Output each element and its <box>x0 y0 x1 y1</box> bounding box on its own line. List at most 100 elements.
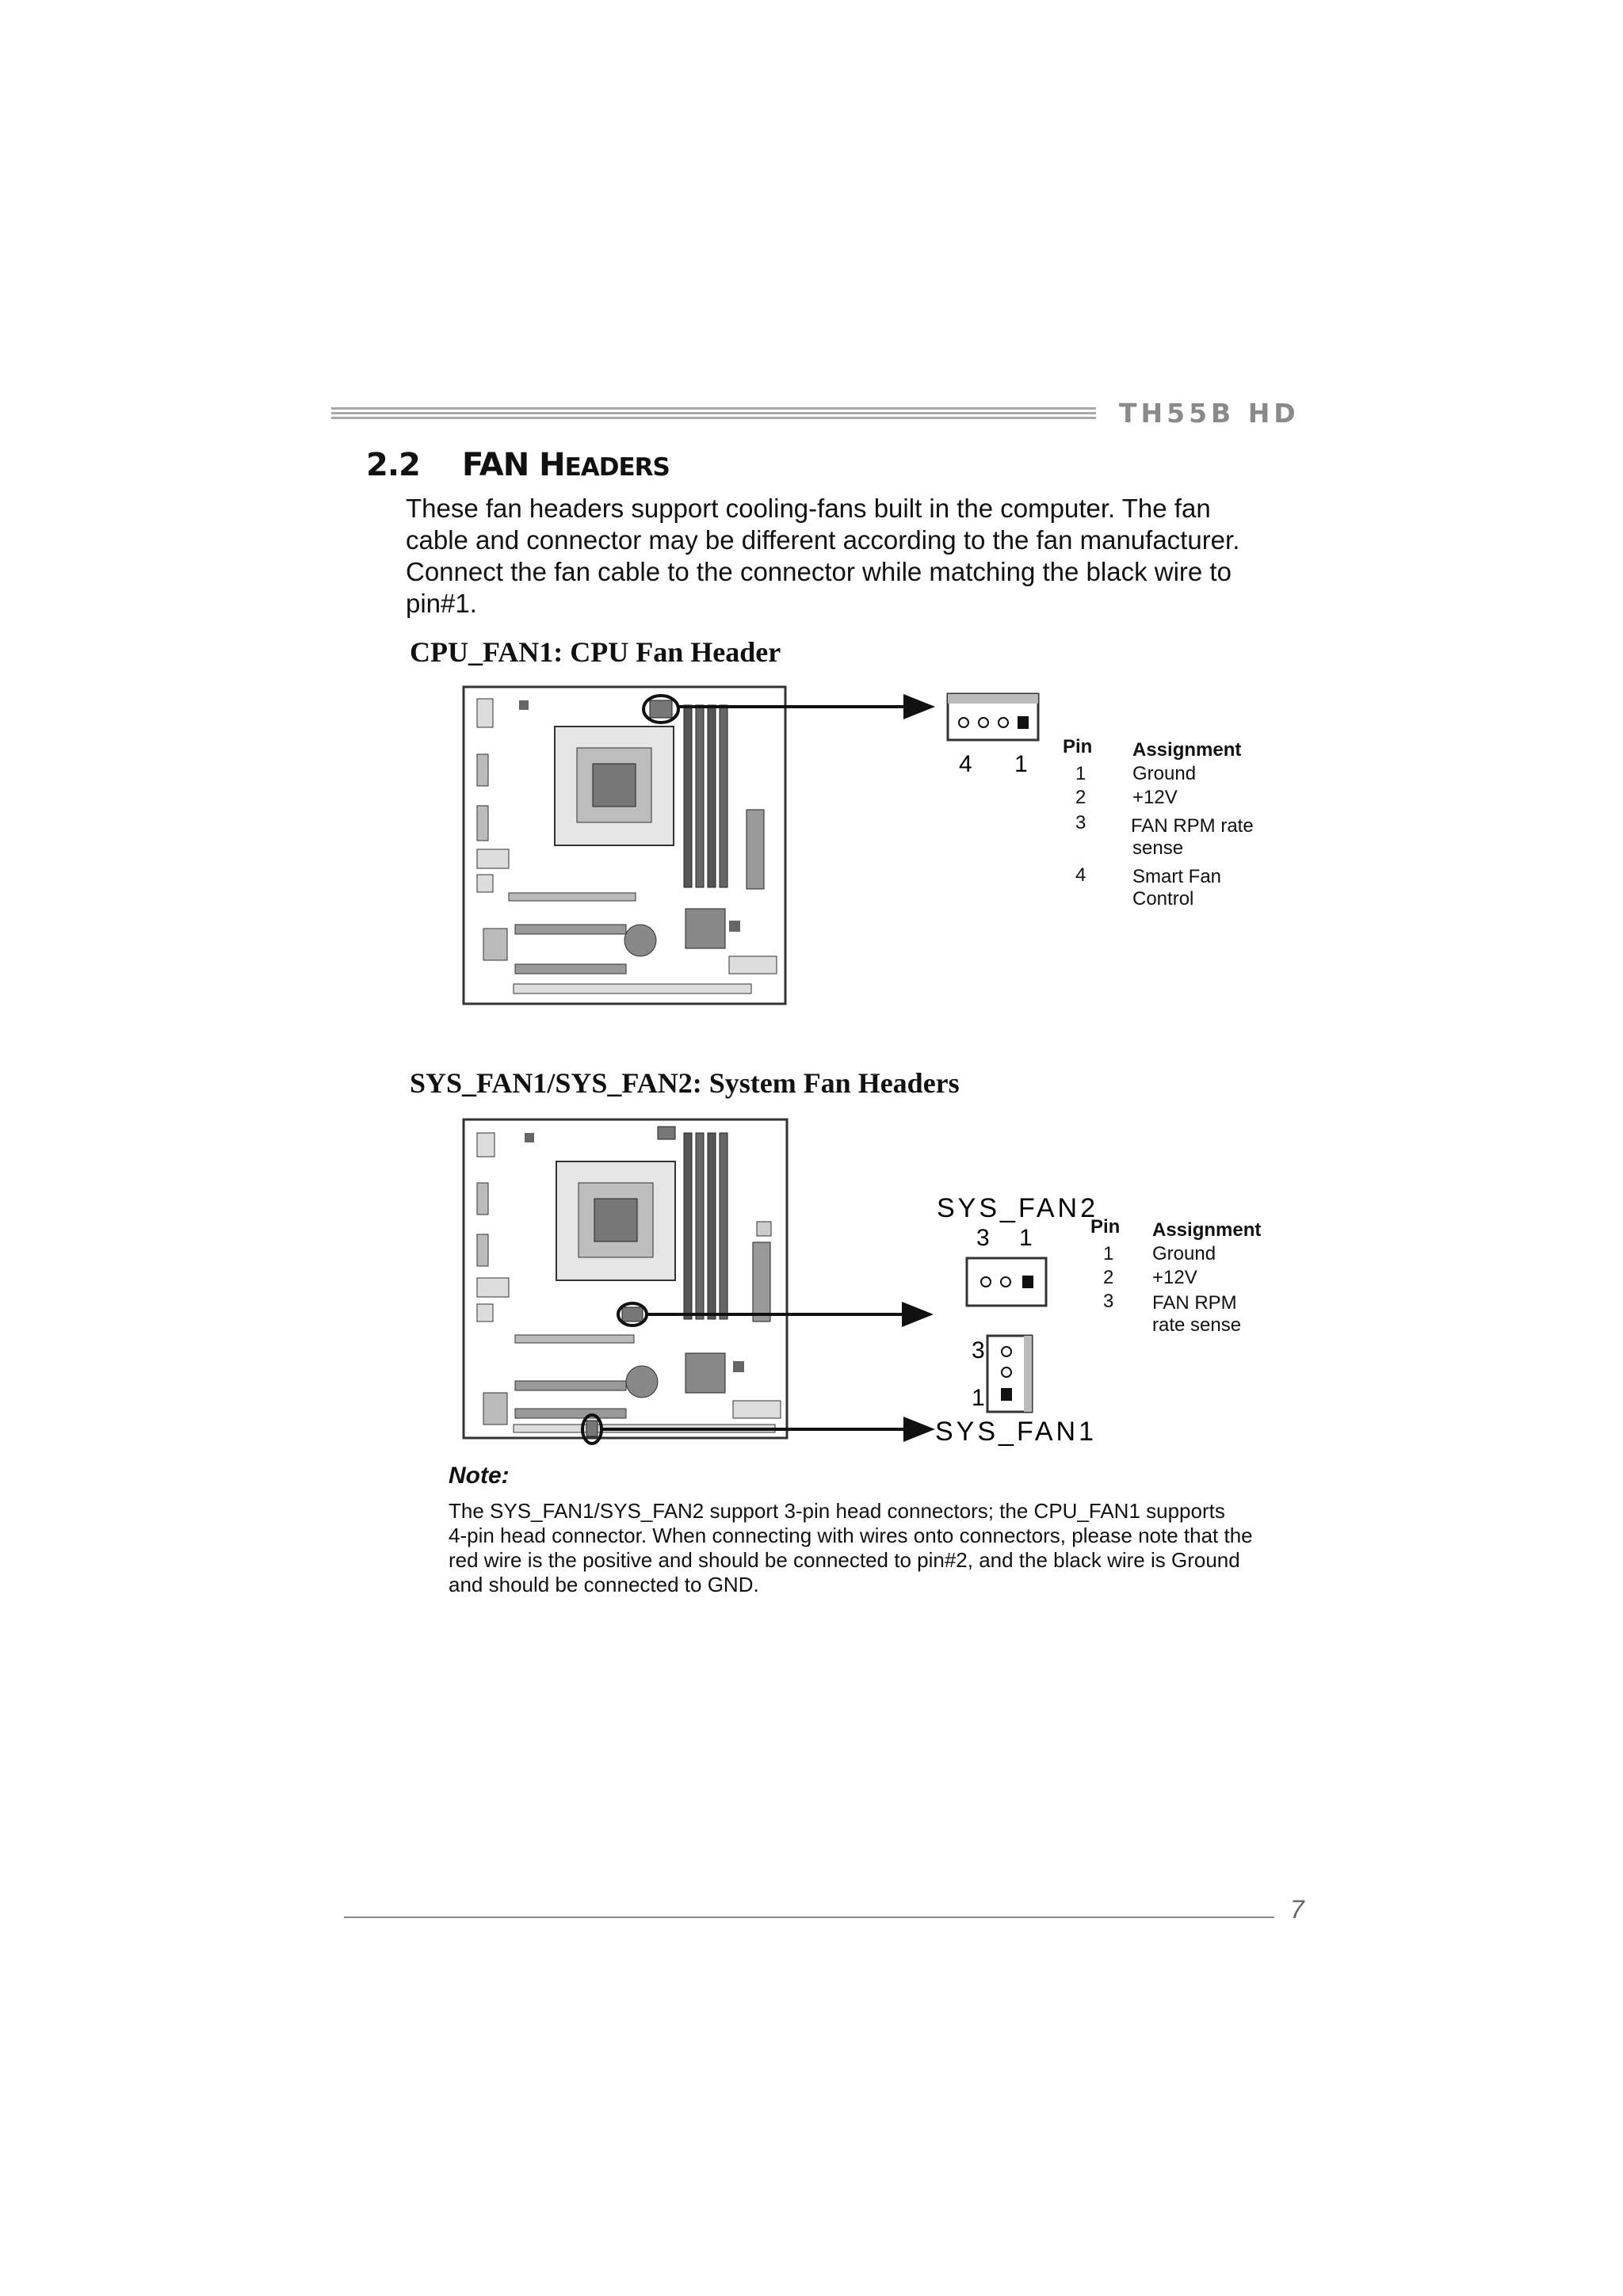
cpu-fan-diagram: 4 1 <box>462 685 1040 1005</box>
cpu-fan1-label-4: 4 <box>959 751 972 777</box>
pin-number: 4 <box>1075 864 1086 886</box>
rear-io-port <box>476 1277 510 1298</box>
connector-lip <box>1024 1336 1032 1412</box>
pin1 <box>1001 1388 1012 1401</box>
intro-line: cable and connector may be different acc… <box>406 525 1240 555</box>
pcie-slot <box>514 924 627 935</box>
chip <box>525 1133 534 1142</box>
pin2 <box>1000 1276 1011 1287</box>
note-line: The SYS_FAN1/SYS_FAN2 support 3-pin head… <box>449 1499 1225 1523</box>
cpu-fan1-header <box>649 700 673 719</box>
pin2 <box>1001 1367 1012 1378</box>
dimm-slot <box>695 704 705 888</box>
front-panel-header <box>732 1400 781 1419</box>
pin-assignment: +12V <box>1152 1267 1197 1288</box>
sys-fan1-header <box>586 1420 598 1437</box>
rear-io-port <box>483 928 508 961</box>
assignment-column-header: Assignment <box>1132 739 1242 761</box>
rear-io-port <box>476 753 489 787</box>
connector-lip <box>948 694 1038 704</box>
chip <box>519 700 529 710</box>
pin-column-header: Pin <box>1063 736 1093 757</box>
footer-rule <box>344 1917 1274 1918</box>
intro-paragraph: These fan headers support cooling-fans b… <box>406 493 1325 620</box>
section-number: 2.2 <box>366 447 421 483</box>
rear-io-port <box>476 1234 489 1267</box>
cpu-fan1-header <box>657 1126 676 1140</box>
pin1 <box>1022 1276 1033 1288</box>
assignment-column-header: Assignment <box>1152 1219 1262 1241</box>
chip <box>756 1221 772 1237</box>
pin3 <box>978 717 989 728</box>
pin-assignment: Ground <box>1152 1243 1216 1264</box>
sys-fan2-label-3: 3 <box>976 1225 990 1251</box>
pin3 <box>980 1276 991 1287</box>
pin-assignment-cont: Control <box>1132 888 1194 910</box>
pin3 <box>1001 1346 1012 1357</box>
sys-fan2-label: SYS_FAN2 <box>937 1193 1098 1223</box>
note-line: and should be connected to GND. <box>449 1573 759 1596</box>
pin-assignment-cont: rate sense <box>1152 1314 1242 1336</box>
pin-assignment: +12V <box>1132 787 1178 808</box>
rear-io-port <box>476 805 489 841</box>
atx-power-connector <box>752 1241 771 1322</box>
pin-number: 1 <box>1075 763 1086 784</box>
sys-fan2-label-1: 1 <box>1019 1225 1033 1251</box>
front-panel-header <box>728 955 777 974</box>
cpu-fan1-label-1: 1 <box>1014 751 1028 777</box>
rear-io-port <box>476 1303 494 1322</box>
pin-assignment: Smart Fan <box>1132 866 1222 887</box>
pcie-slot <box>508 892 636 902</box>
note-title: Note: <box>449 1463 510 1489</box>
rear-io-port <box>476 1132 495 1158</box>
chipset <box>685 908 726 949</box>
battery <box>624 924 657 957</box>
chip <box>729 921 740 932</box>
cpu-fan1-highlight <box>642 694 680 724</box>
atx-power-connector <box>746 809 765 890</box>
chip <box>733 1361 744 1372</box>
chipset <box>685 1352 726 1394</box>
cpu-die <box>592 763 636 807</box>
sys-fan1-label-3: 3 <box>972 1337 985 1363</box>
dimm-slot <box>707 1132 716 1320</box>
pin-number: 3 <box>1103 1291 1114 1312</box>
pcie-slot <box>514 1380 627 1391</box>
dimm-slot <box>695 1132 705 1320</box>
rear-io-port <box>476 698 494 728</box>
pin2 <box>998 717 1009 728</box>
model-name: TH55B HD <box>1119 398 1300 429</box>
note-line: red wire is the positive and should be c… <box>449 1548 1240 1572</box>
pin-assignment: FAN RPM rate <box>1131 815 1254 837</box>
rear-io-port <box>476 849 510 869</box>
pin-number: 1 <box>1103 1243 1114 1264</box>
header-rule <box>331 407 1096 423</box>
rear-io-port <box>483 1392 508 1425</box>
dimm-slot <box>719 704 728 888</box>
sys-fan1-label-1: 1 <box>972 1385 985 1411</box>
pin-number: 3 <box>1075 812 1086 833</box>
pin-assignment-cont: sense <box>1132 837 1184 859</box>
pcie-slot <box>514 1408 627 1419</box>
pin1 <box>1018 716 1029 729</box>
note-line: 4-pin head connector. When connecting wi… <box>449 1524 1253 1547</box>
battery <box>625 1365 659 1398</box>
pin-number: 2 <box>1075 787 1086 808</box>
sys-fan-diagram: SYS_FAN2 3 1 3 1 SYS_FAN1 <box>462 1118 1098 1447</box>
dimm-slot <box>683 1132 693 1320</box>
rear-io-port <box>476 1182 489 1215</box>
intro-line: pin#1. <box>406 589 477 618</box>
sys-fan2-header <box>621 1306 643 1322</box>
cpu-die <box>594 1198 638 1242</box>
page-number: 7 <box>1290 1895 1304 1924</box>
pcie-slot <box>514 1334 635 1344</box>
rear-io-port <box>476 874 494 893</box>
arrow-head <box>902 1302 934 1327</box>
cpu-fan-heading: CPU_FAN1: CPU Fan Header <box>410 636 781 668</box>
section-title: FAN HEADERS <box>462 447 670 483</box>
dimm-slot <box>707 704 716 888</box>
pin-assignment: Ground <box>1132 763 1197 784</box>
arrow-head <box>903 694 935 719</box>
bottom-headers <box>513 983 752 994</box>
intro-line: These fan headers support cooling-fans b… <box>406 494 1211 523</box>
